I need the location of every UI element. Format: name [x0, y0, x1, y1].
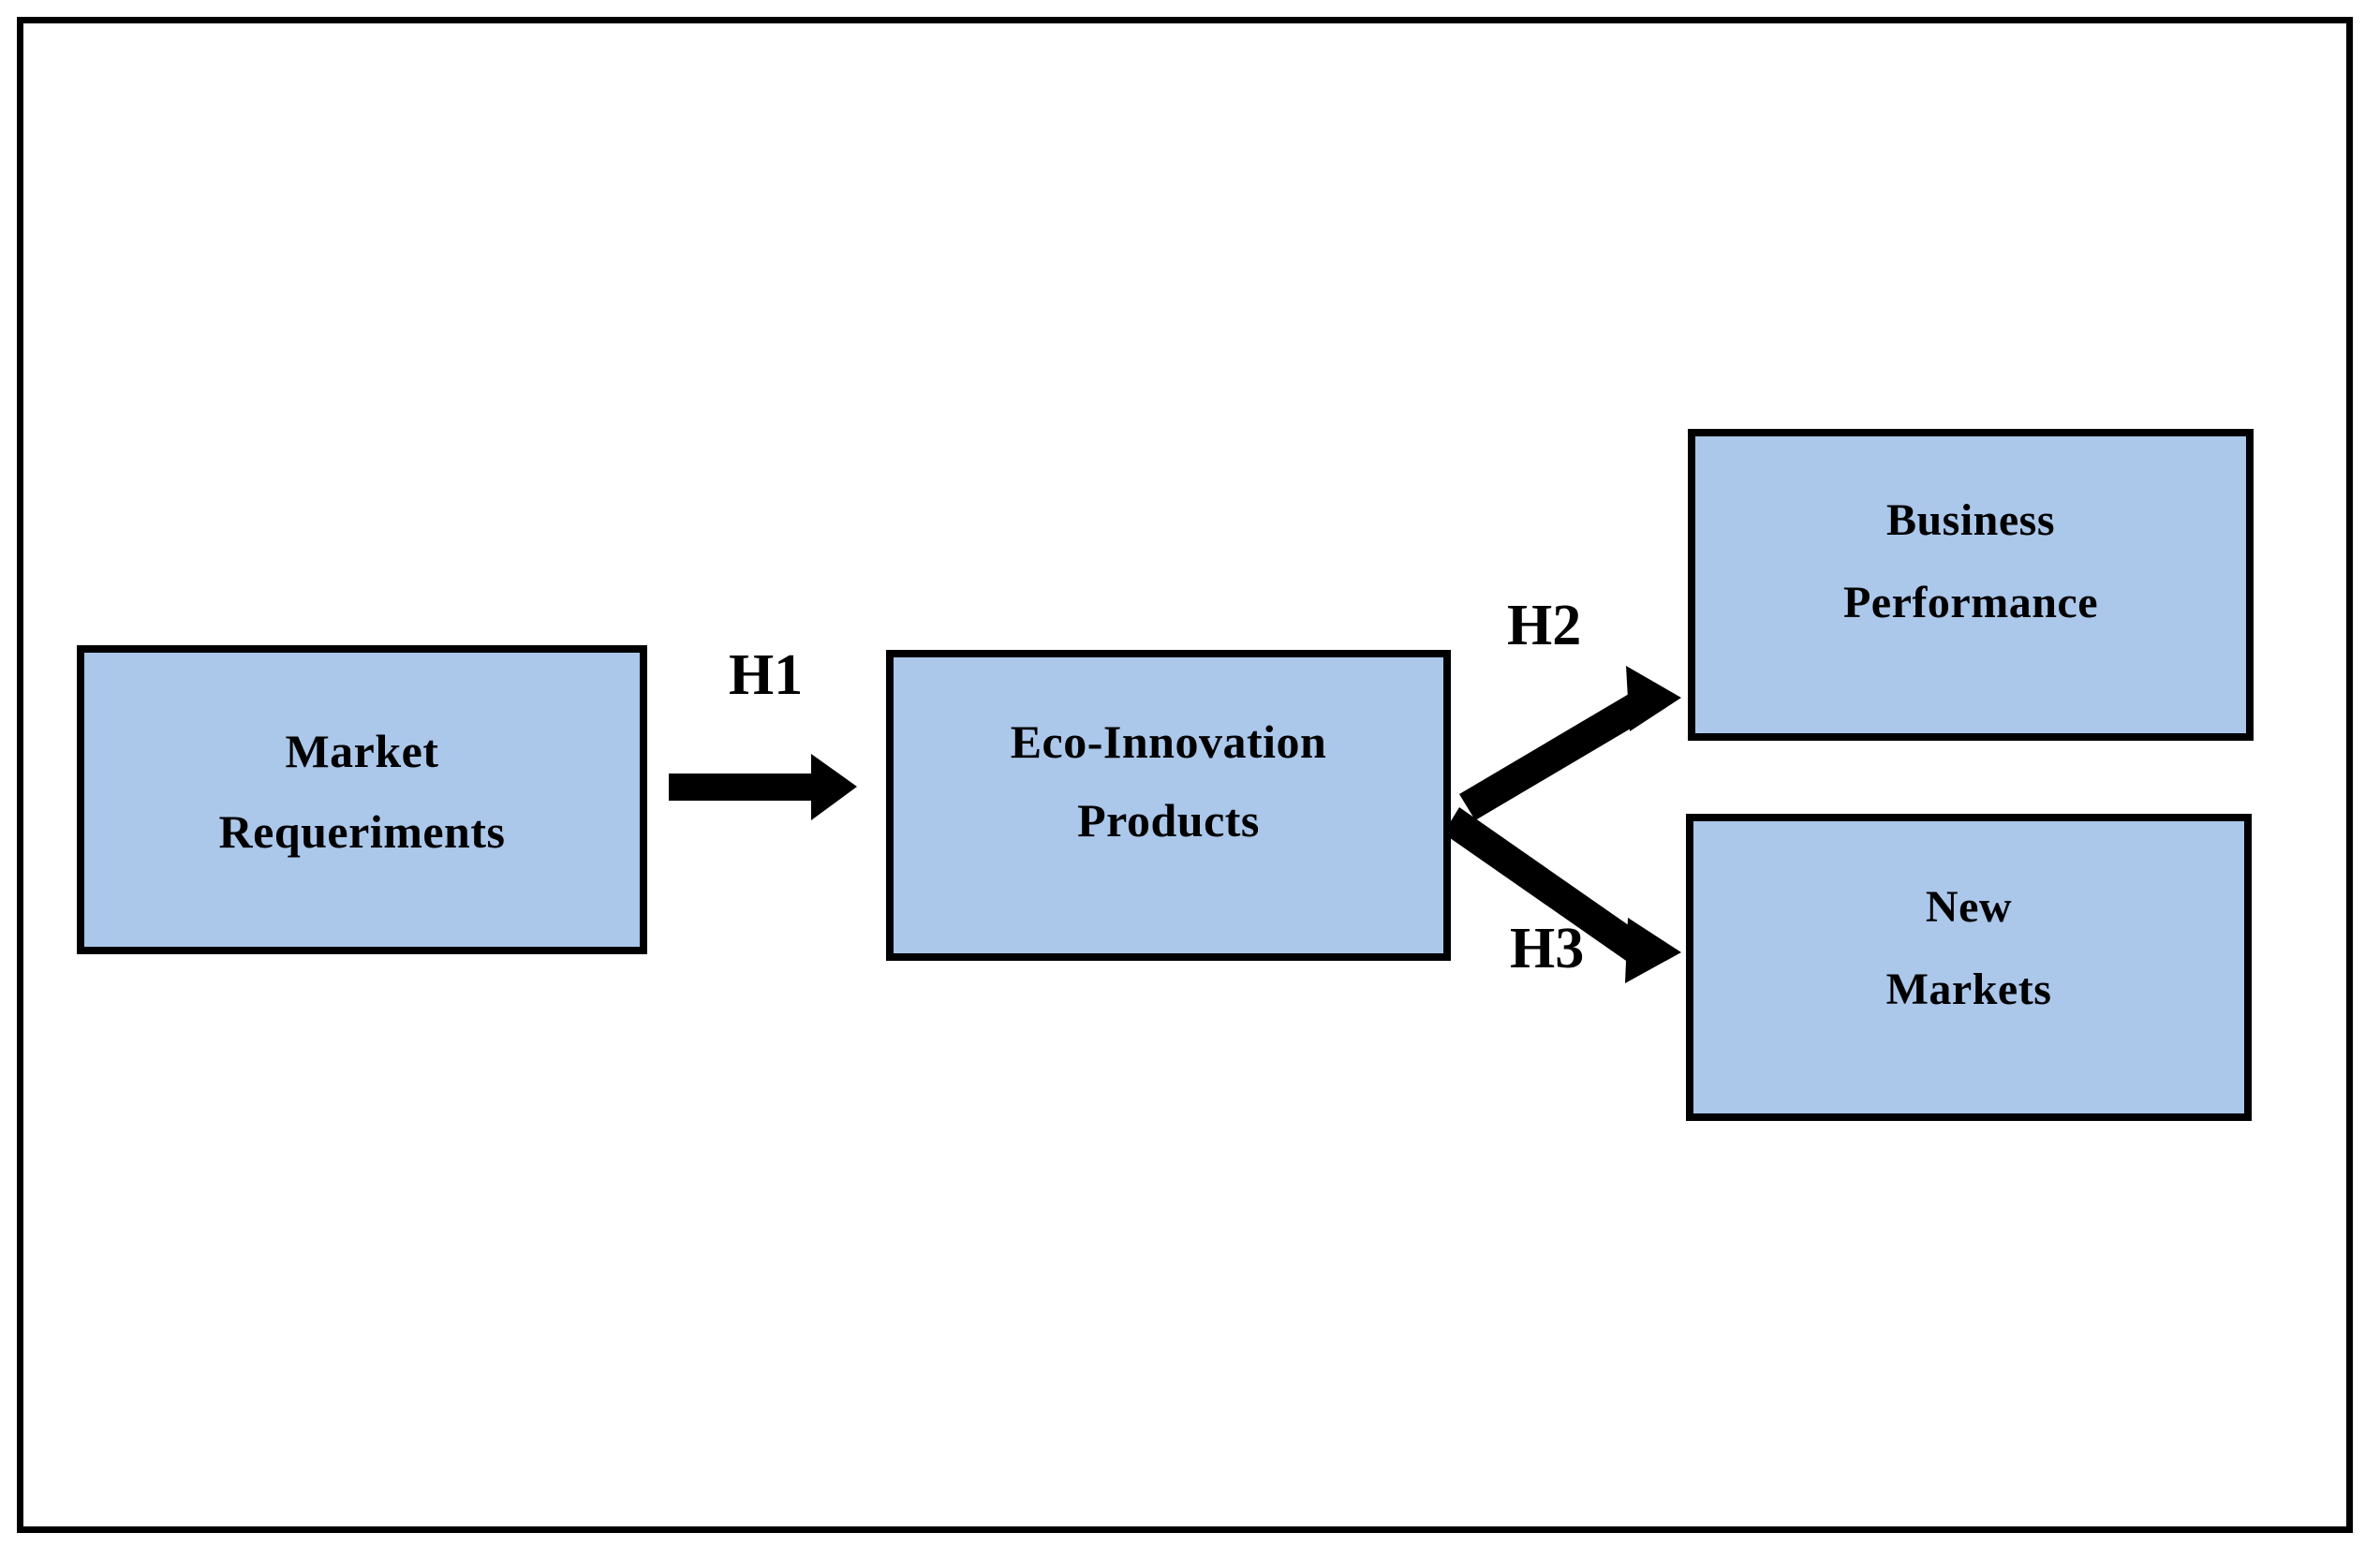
node-market-requeriments-line2: Requeriments: [218, 805, 506, 858]
edge-label-h2: H2: [1507, 594, 1582, 657]
node-market-requeriments-line1: Market: [285, 725, 439, 777]
edge-label-h1: H1: [729, 643, 804, 707]
node-market-requeriments[interactable]: Market Requeriments: [77, 645, 647, 954]
node-eco-innovation-products-line2: Products: [1077, 794, 1260, 847]
node-business-performance[interactable]: Business Performance: [1688, 429, 2254, 741]
edge-label-h3: H3: [1510, 917, 1585, 980]
node-business-performance-line2: Performance: [1842, 578, 2098, 627]
node-new-markets[interactable]: New Markets: [1686, 814, 2252, 1121]
node-business-performance-line1: Business: [1885, 495, 2056, 545]
node-new-markets-line1: New: [1925, 882, 2013, 932]
node-eco-innovation-products[interactable]: Eco-Innovation Products: [886, 650, 1451, 961]
node-new-markets-line2: Markets: [1885, 965, 2052, 1014]
node-eco-innovation-products-line1: Eco-Innovation: [1010, 715, 1327, 768]
